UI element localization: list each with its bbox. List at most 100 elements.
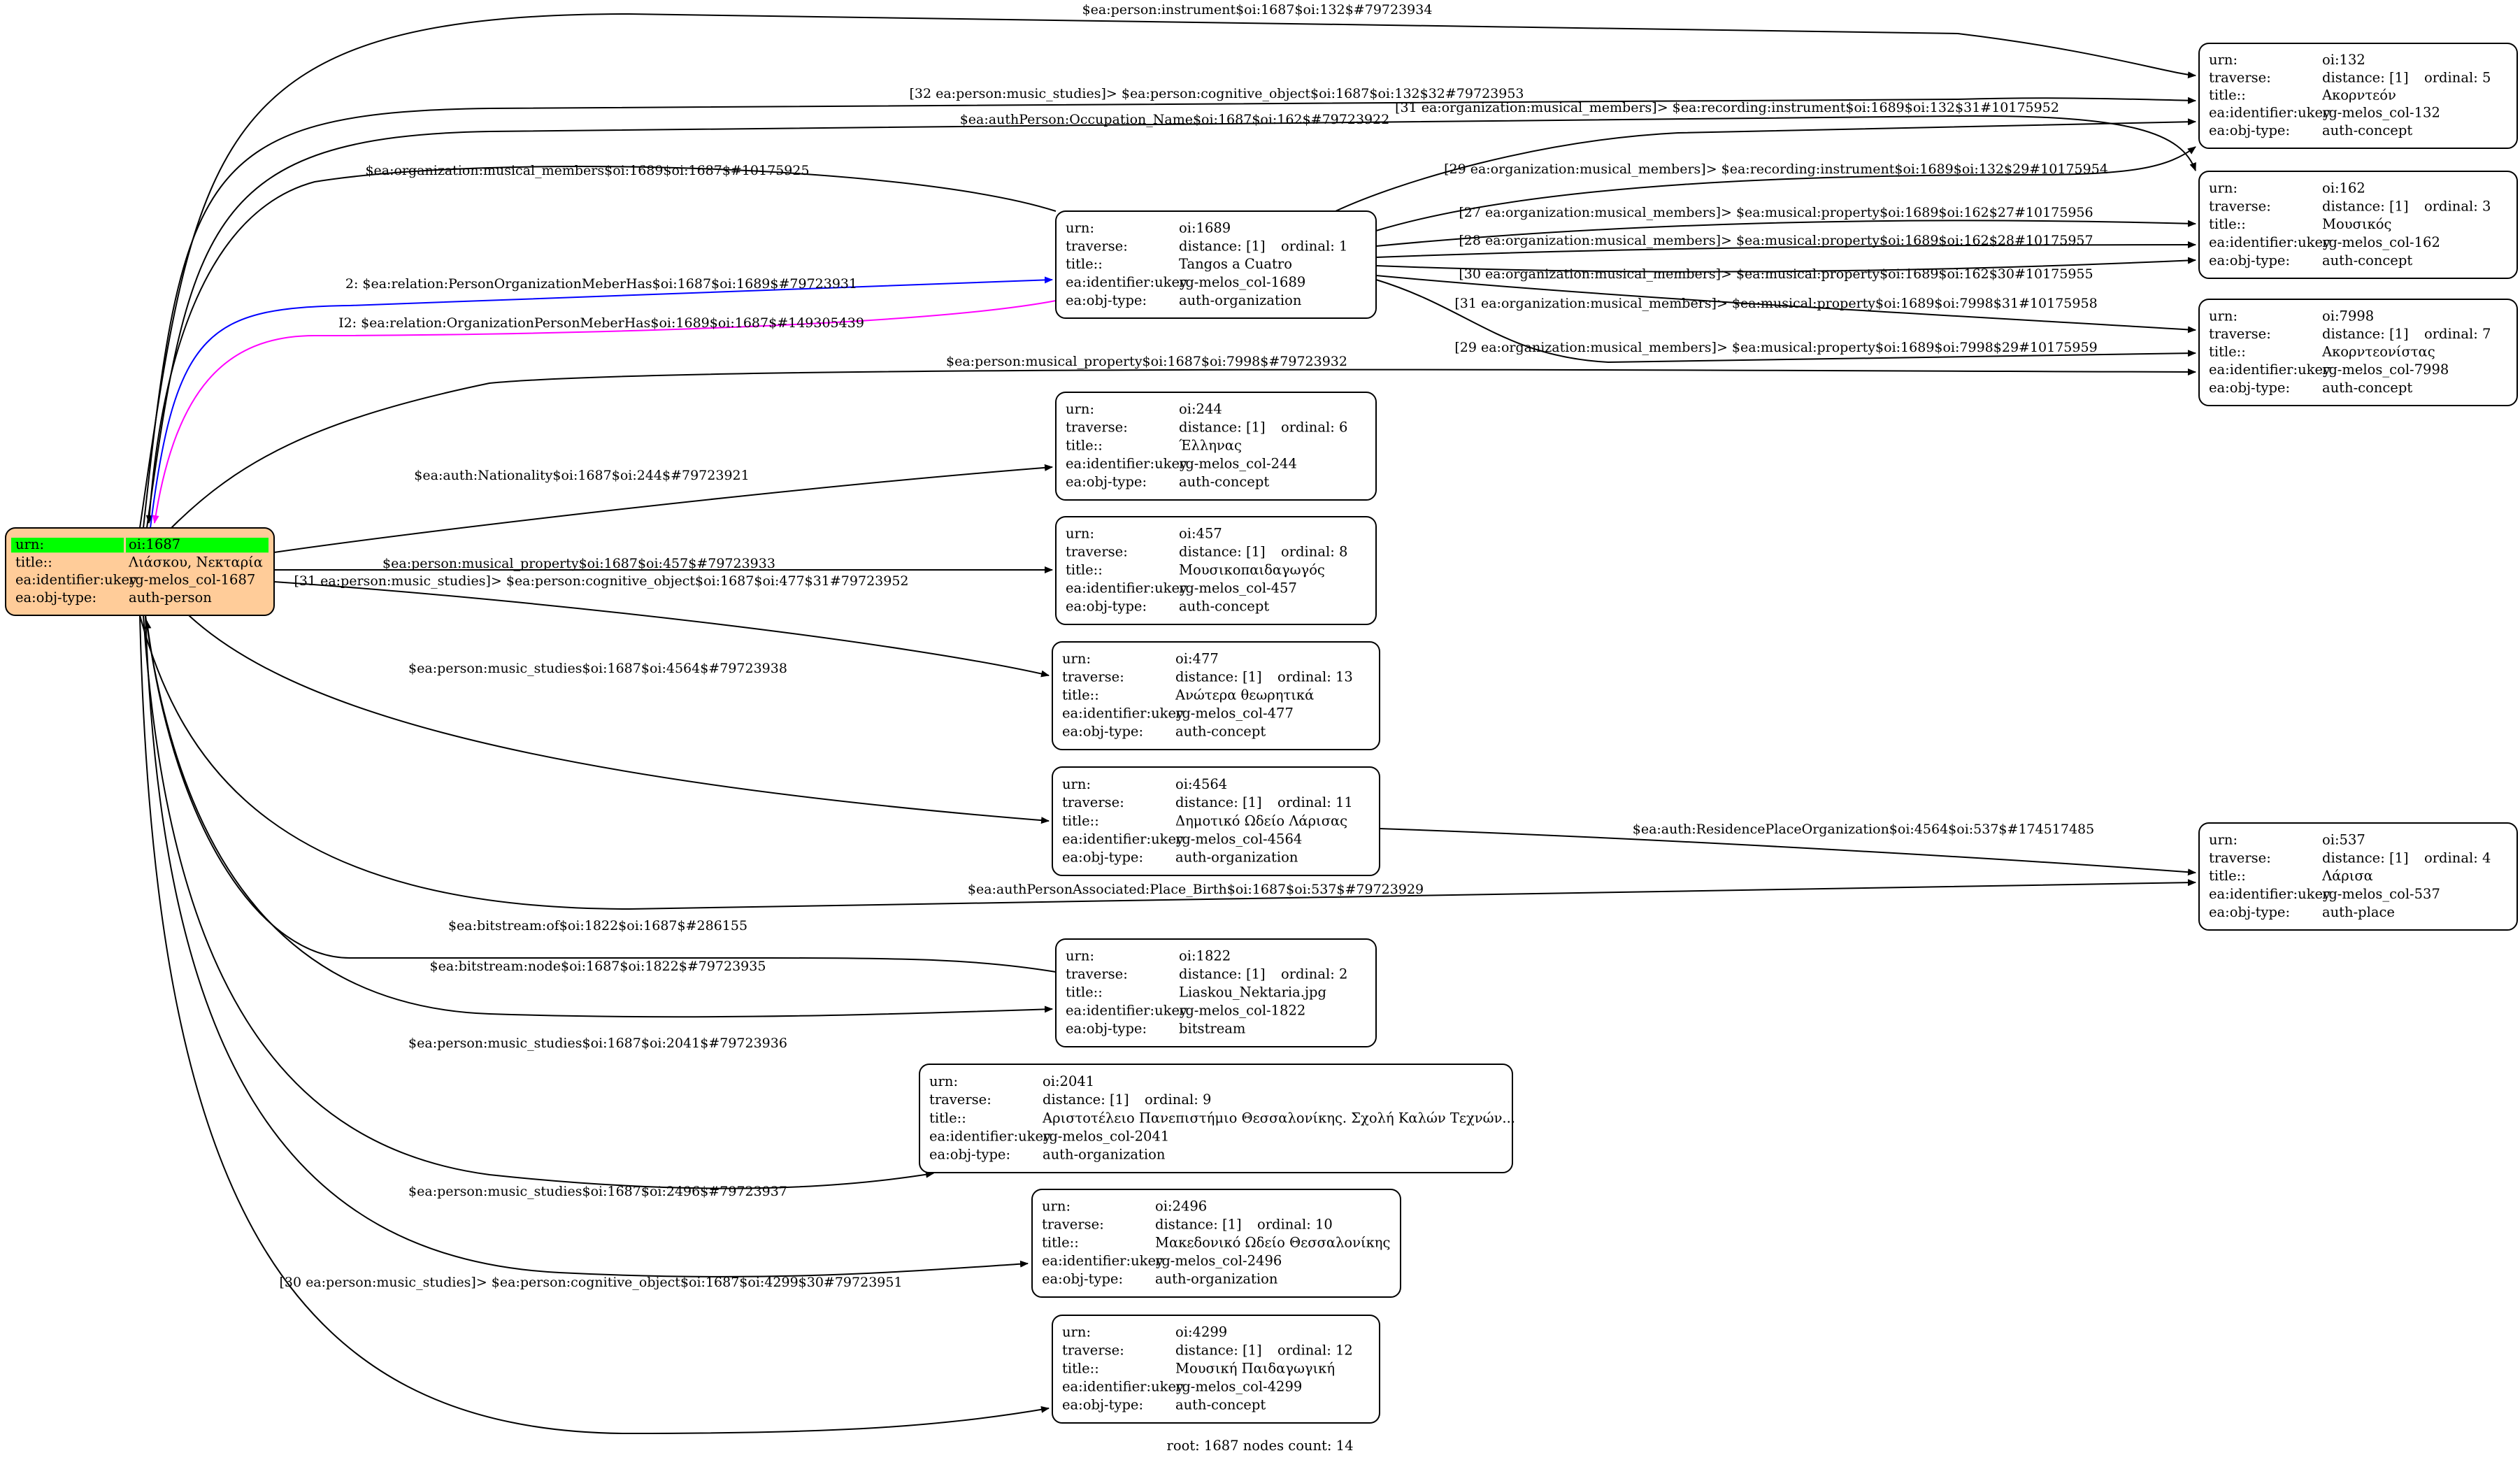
node-field-key: ea:identifier:ukey [2209, 362, 2331, 378]
edge-oi1689-to-oi1687 [152, 300, 1057, 524]
node-field-key: ea:obj-type: [1066, 599, 1147, 615]
node-field-value: rg-melos_col-1822 [1179, 1003, 1305, 1019]
edge-oi1687-to-oi477 [273, 581, 1050, 678]
edge-label: $ea:bitstream:node$oi:1687$oi:1822$#7972… [430, 959, 766, 974]
urn-highlight [11, 538, 269, 553]
edge-oi1687-to-oi1822 [145, 615, 1053, 1018]
node-field-key: traverse: [2209, 326, 2271, 342]
node-box [1052, 766, 1380, 876]
node-field-value: oi:477 [1175, 651, 1219, 667]
node-field-key: ea:identifier:ukey [2209, 105, 2331, 121]
edge-oi1689-to-oi162 [1375, 241, 2196, 258]
node-field-value: rg-melos_col-7998 [2322, 362, 2449, 378]
edge-label: $ea:person:musical_property$oi:1687$oi:7… [946, 354, 1347, 369]
node-field-value: oi:1689 [1179, 220, 1231, 236]
edge-oi1687-to-oi4299 [139, 615, 1050, 1435]
node-field-key: ea:obj-type: [929, 1147, 1010, 1163]
node-field-value: Ακορντεόν [2321, 87, 2396, 103]
node-field-key: title:: [2209, 216, 2246, 232]
edge-oi1689-to-oi7998 [1375, 279, 2196, 364]
node-field-key: title:: [1062, 1361, 1099, 1377]
node-field-value: distance: [1] [1179, 544, 1266, 560]
edge-label: [31 ea:organization:musical_members]> $e… [1454, 296, 2097, 311]
node-field-key: urn: [2209, 180, 2238, 196]
node-field-value: auth-organization [1175, 850, 1298, 866]
node-field-key: ea:identifier:ukey [2209, 886, 2331, 902]
node-field-value: Έλληνας [1179, 438, 1242, 454]
edges-layer [139, 13, 2196, 1435]
node-field-key: urn: [2209, 832, 2238, 848]
edge-label: [31 ea:person:music_studies]> $ea:person… [294, 573, 908, 589]
node-field-ordinal: ordinal: 2 [1281, 966, 1347, 982]
node-field-value: auth-concept [2322, 252, 2412, 269]
edge-label: $ea:organization:musical_members$oi:1689… [365, 163, 809, 178]
node-box [1055, 938, 1377, 1047]
node-field-value: auth-concept [1175, 724, 1266, 740]
edge-oi1689-to-oi132 [1335, 118, 2196, 212]
node-field-key: ea:identifier:ukey [929, 1128, 1051, 1144]
edge-label: $ea:person:music_studies$oi:1687$oi:4564… [408, 661, 787, 676]
node-field-key: urn: [929, 1073, 958, 1089]
node-field-key: ea:obj-type: [2209, 122, 2290, 138]
urn-highlight-gap [124, 538, 126, 553]
node-field-key: urn: [1062, 1324, 1091, 1340]
node-field-value: distance: [1] [2322, 326, 2409, 342]
node-field-value: auth-concept [2322, 380, 2412, 396]
node-field-key: ea:identifier:ukey [1066, 580, 1187, 596]
node-field-key: traverse: [1066, 420, 1128, 436]
node-field-value: rg-melos_col-4564 [1175, 831, 1302, 847]
node-field-key: title:: [1042, 1235, 1079, 1251]
edge-label: $ea:person:musical_property$oi:1687$oi:4… [382, 556, 775, 571]
edge-oi1687-to-oi244 [273, 464, 1053, 553]
node-field-value: distance: [1] [1179, 966, 1266, 982]
node-field-key: ea:identifier:ukey [1042, 1253, 1164, 1269]
node-field-key: ea:identifier:ukey [1062, 831, 1184, 847]
node-field-key: ea:obj-type: [1066, 1021, 1147, 1037]
node-field-value: distance: [1] [2322, 850, 2409, 866]
node-box [1052, 641, 1380, 750]
node-field-ordinal: ordinal: 7 [2424, 326, 2491, 342]
node-field-value: rg-melos_col-132 [2322, 105, 2440, 121]
node-field-key: urn: [1062, 776, 1091, 792]
edge-oi1687-to-oi162 [146, 115, 2196, 529]
node-field-value: auth-concept [1179, 599, 1269, 615]
node-field-value: Δημοτικό Ωδείο Λάρισας [1175, 813, 1347, 829]
edge-label: [31 ea:organization:musical_members]> $e… [1395, 100, 2059, 115]
node-field-value: distance: [1] [2322, 198, 2409, 214]
node-field-value: Λιάσκου, Νεκταρία [128, 554, 263, 570]
node-field-key: urn: [2209, 52, 2238, 68]
node-field-value: oi:1822 [1179, 948, 1231, 964]
node-field-value: Λάρισα [2321, 868, 2373, 884]
edge-label: [32 ea:person:music_studies]> $ea:person… [909, 86, 1524, 101]
node-field-ordinal: ordinal: 3 [2424, 198, 2491, 214]
edge-label: [30 ea:person:music_studies]> $ea:person… [279, 1275, 902, 1290]
edge-oi1689-to-oi162 [1375, 257, 2196, 273]
node-field-key: ea:obj-type: [2209, 252, 2290, 269]
node-field-key: title:: [1062, 687, 1099, 703]
node-field-key: ea:identifier:ukey [15, 572, 137, 588]
node-field-value: Μουσικός [2322, 216, 2391, 232]
footer-node-count: root: 1687 nodes count: 14 [1167, 1438, 1354, 1454]
node-field-key: ea:obj-type: [1062, 850, 1143, 866]
node-field-key: title:: [15, 554, 52, 570]
node-field-key: traverse: [1062, 1343, 1124, 1359]
node-field-value: oi:1687 [129, 536, 180, 552]
node-field-key: ea:identifier:ukey [1066, 1003, 1187, 1019]
node-field-ordinal: ordinal: 4 [2424, 850, 2491, 866]
edge-label: [30 ea:organization:musical_members]> $e… [1459, 266, 2093, 282]
node-field-ordinal: ordinal: 11 [1277, 794, 1353, 810]
